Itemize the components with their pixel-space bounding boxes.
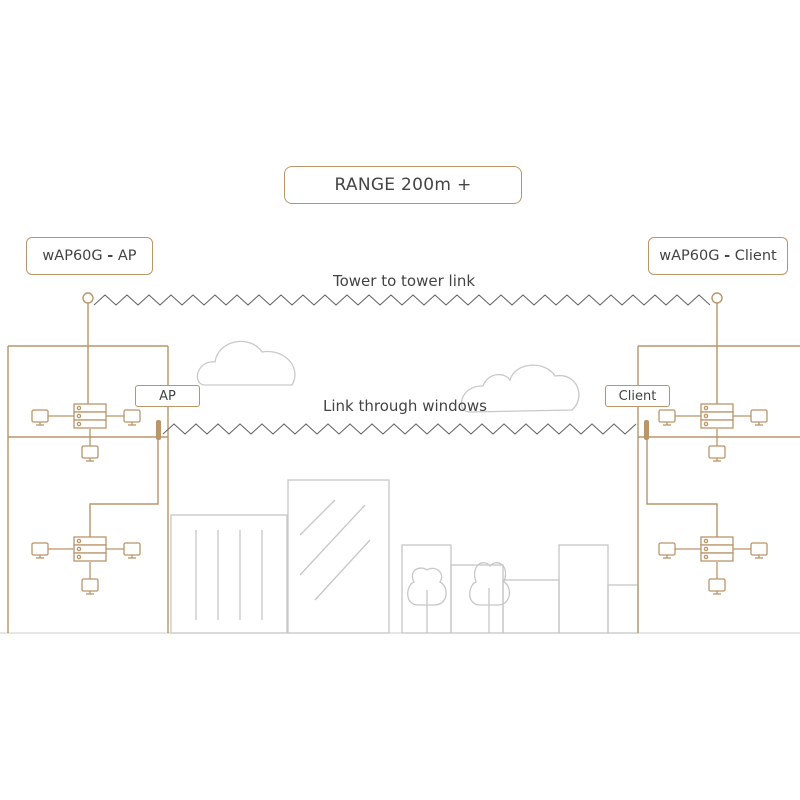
ap-window-device xyxy=(156,420,161,440)
network-cluster xyxy=(31,403,141,462)
monitor-icon xyxy=(658,542,676,559)
building xyxy=(450,564,504,634)
monitor-icon xyxy=(708,578,726,595)
router-icon xyxy=(73,536,107,562)
tower-link-label: Tower to tower link xyxy=(333,272,476,290)
monitor-icon xyxy=(123,409,141,426)
network-cluster xyxy=(658,403,768,462)
router-icon xyxy=(700,403,734,429)
network-cluster xyxy=(658,536,768,595)
device-role: Client xyxy=(734,248,777,264)
left-device-label: wAP60G - AP xyxy=(26,237,153,275)
ap-downlink-cable xyxy=(89,440,159,540)
through-windows-link-wave xyxy=(162,423,637,435)
monitor-icon xyxy=(750,409,768,426)
device-name: wAP60G xyxy=(659,248,720,264)
device-role: AP xyxy=(117,248,137,264)
monitor-icon xyxy=(708,445,726,462)
client-tag-label: Client xyxy=(618,388,657,404)
client-window-device xyxy=(644,420,649,440)
tower-to-tower-link-wave xyxy=(93,294,711,306)
monitor-icon xyxy=(81,578,99,595)
monitor-icon xyxy=(31,409,49,426)
ap-tag: AP xyxy=(135,385,200,407)
cloud-icon xyxy=(460,364,580,413)
network-cluster xyxy=(31,536,141,595)
building xyxy=(502,579,560,634)
building xyxy=(170,514,288,634)
monitor-icon xyxy=(658,409,676,426)
client-downlink-cable xyxy=(646,440,718,540)
device-separator: - xyxy=(724,248,731,264)
router-icon xyxy=(73,403,107,429)
device-separator: - xyxy=(107,248,114,264)
city-skyline xyxy=(170,479,639,634)
monitor-icon xyxy=(123,542,141,559)
window-link-label: Link through windows xyxy=(323,397,487,415)
monitor-icon xyxy=(750,542,768,559)
right-device-label: wAP60G - Client xyxy=(648,237,788,275)
tree-icon xyxy=(407,567,447,633)
cloud-icon xyxy=(196,340,296,386)
monitor-icon xyxy=(31,542,49,559)
router-icon xyxy=(700,536,734,562)
monitor-icon xyxy=(81,445,99,462)
device-name: wAP60G xyxy=(42,248,103,264)
range-label: RANGE 200m + xyxy=(334,175,472,195)
network-clusters xyxy=(31,403,768,595)
building xyxy=(607,584,639,634)
left-rooftop-antenna xyxy=(82,292,94,304)
client-tag: Client xyxy=(605,385,670,407)
ap-tag-label: AP xyxy=(159,388,176,404)
right-rooftop-antenna xyxy=(711,292,723,304)
building xyxy=(558,544,609,634)
range-badge: RANGE 200m + xyxy=(284,166,522,204)
building xyxy=(287,479,390,634)
tree-icon xyxy=(469,562,510,633)
